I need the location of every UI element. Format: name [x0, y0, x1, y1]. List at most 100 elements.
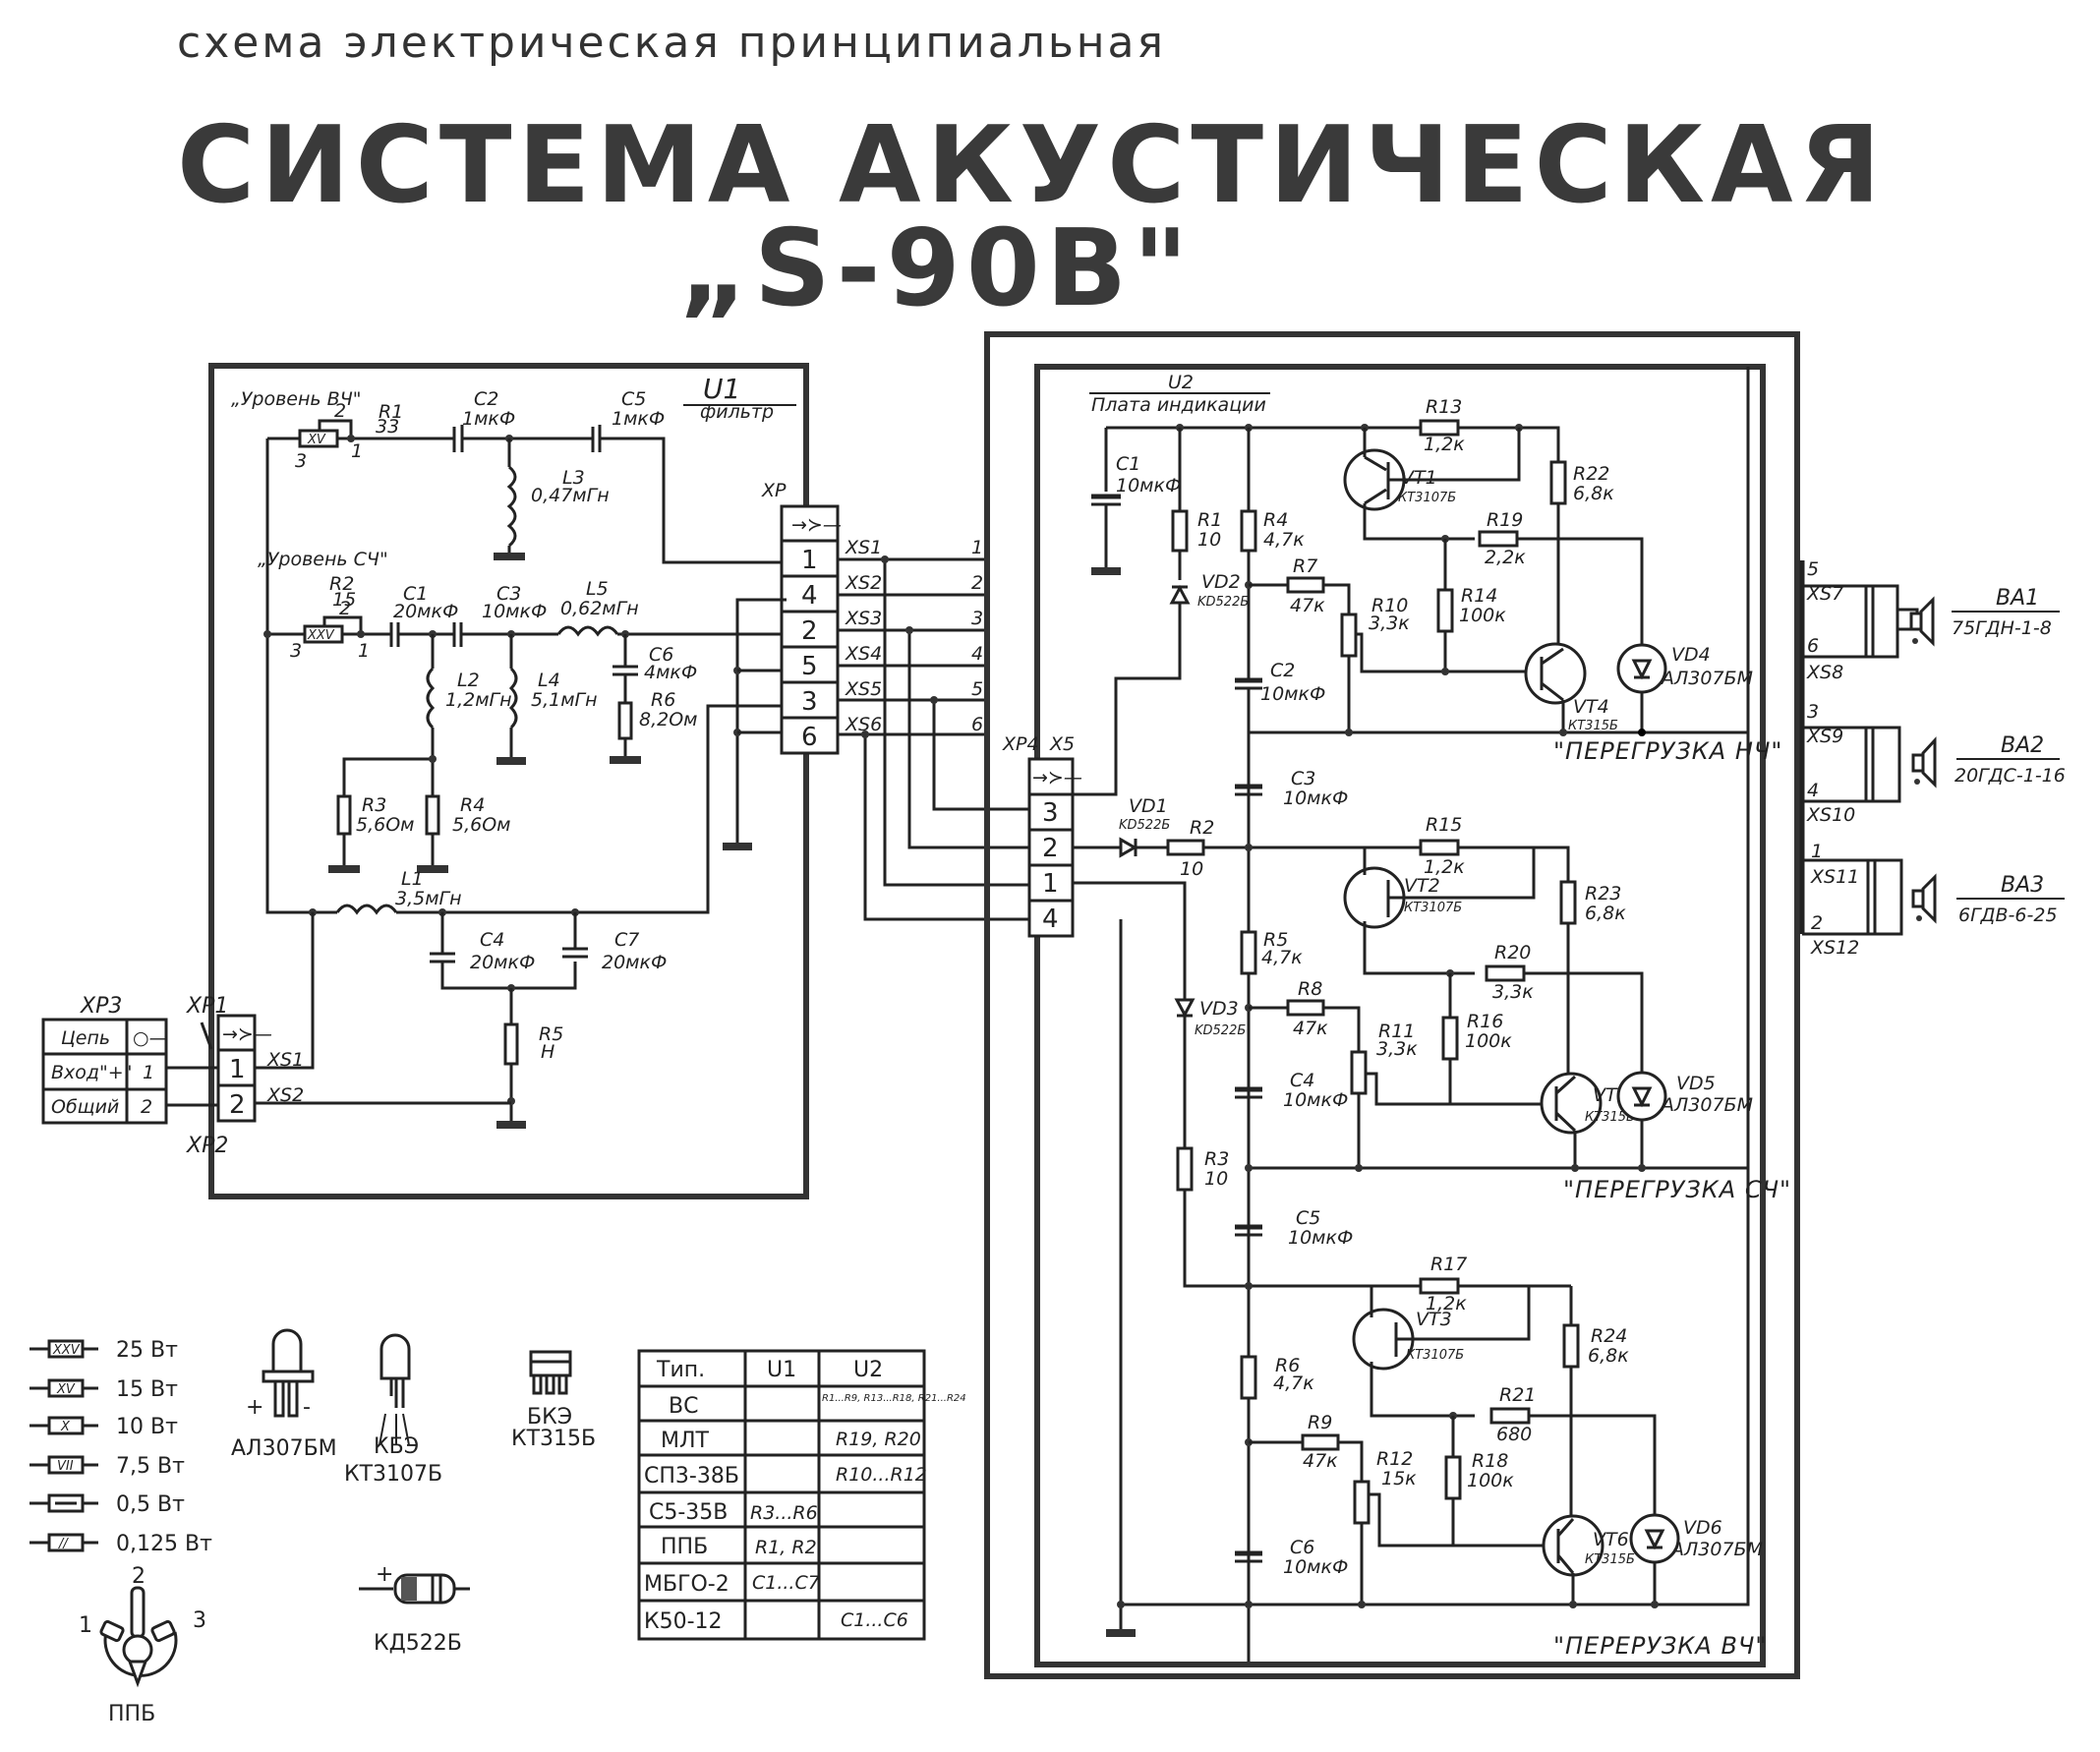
- model-name: „S-90В": [678, 207, 1194, 330]
- u1-r6-resistor: [617, 701, 633, 740]
- u2-frame: [1034, 364, 1766, 1667]
- u2-r5-value: 4,7к: [1261, 947, 1303, 968]
- u1-c1-ref: C1: [403, 583, 428, 605]
- svg-text:-: -: [303, 1395, 311, 1420]
- u2-vd3-value: KD522Б: [1195, 1023, 1246, 1038]
- u1-r6-value: 8,2Ом: [639, 709, 698, 730]
- u2-r2-value: 10: [1180, 858, 1203, 880]
- svg-text:0,125 Вт: 0,125 Вт: [116, 1532, 212, 1556]
- ba2-model: 20ГДС-1-16: [1954, 765, 2066, 787]
- u2-r4-ref: R4: [1263, 509, 1288, 531]
- u2-r21-value: 680: [1496, 1424, 1532, 1445]
- u1-l2-inductor: [426, 667, 436, 730]
- svg-text:7,5 Вт: 7,5 Вт: [116, 1454, 185, 1479]
- u2-c1-value: 10мкФ: [1116, 475, 1181, 496]
- u1-c7-value: 20мкФ: [602, 952, 667, 973]
- u2-vd3-ref: VD3: [1199, 998, 1239, 1020]
- svg-text:XS2: XS2: [845, 572, 882, 594]
- svg-text:R3...R6: R3...R6: [750, 1502, 818, 1524]
- u1-l1-value: 3,5мГн: [395, 888, 462, 909]
- transistor-kt3107-drawing: КБЭ КТ3107Б: [344, 1333, 442, 1487]
- u2-vd5-value: АЛ307БМ: [1660, 1094, 1753, 1116]
- u2-vt3-value: КТ3107Б: [1406, 1348, 1464, 1363]
- u1-c4-value: 20мкФ: [470, 952, 535, 973]
- u1-c5-ref: C5: [621, 388, 646, 410]
- u1-r3-resistor: [336, 794, 352, 836]
- level-mf-label: „Уровень СЧ": [258, 549, 388, 570]
- legend-row: VII 7,5 Вт: [29, 1454, 185, 1479]
- table-row: К50-12: [644, 1609, 723, 1634]
- u2-vt2-ref: VT2: [1404, 875, 1440, 897]
- u2-r12-ref: R12: [1376, 1448, 1413, 1470]
- svg-text:3: 3: [295, 450, 307, 472]
- u2-r8-ref: R8: [1298, 978, 1322, 1000]
- svg-text:2: 2: [339, 598, 351, 619]
- u2-r24-value: 6,8к: [1588, 1345, 1629, 1367]
- u2-vd6-ref: VD6: [1683, 1517, 1722, 1539]
- u1-c5-value: 1мкФ: [612, 408, 665, 430]
- u1-frame: [208, 363, 809, 1199]
- u2-c3-value: 10мкФ: [1283, 788, 1348, 809]
- u2-vd4-ref: VD4: [1671, 644, 1711, 666]
- svg-text:XP4: XP4: [1002, 733, 1039, 755]
- svg-text:4: 4: [1042, 905, 1059, 934]
- svg-text:XS6: XS6: [845, 714, 882, 735]
- svg-text:XV: XV: [56, 1382, 76, 1397]
- svg-text:R10...R12: R10...R12: [836, 1464, 927, 1486]
- svg-text:3: 3: [971, 608, 983, 629]
- svg-text:1: 1: [143, 1062, 154, 1083]
- parts-header-type: Тип.: [656, 1358, 705, 1382]
- kt315-label: КТ315Б: [511, 1427, 596, 1451]
- u2-r16-ref: R16: [1467, 1011, 1503, 1032]
- svg-text:XS2: XS2: [266, 1084, 304, 1106]
- speaker-ba3: 1 XS11 2 XS12 BA3 6ГДВ-6-25: [1802, 841, 2065, 959]
- svg-text:2: 2: [334, 400, 346, 422]
- svg-text:XS9: XS9: [1806, 726, 1843, 747]
- svg-text:X: X: [60, 1420, 71, 1434]
- svg-text:○—: ○—: [133, 1027, 168, 1049]
- table-row: СП3-38Б: [644, 1464, 739, 1489]
- legend-row: X 10 Вт: [29, 1415, 178, 1439]
- u1-r3-ref: R3: [362, 794, 386, 816]
- u1-l1-inductor: [335, 904, 398, 915]
- title: СИСТЕМА АКУСТИЧЕСКАЯ: [177, 104, 1887, 227]
- u2-vt1-value: КТ3107Б: [1398, 491, 1456, 505]
- table-row: МЛТ: [661, 1429, 710, 1453]
- u2-r23-ref: R23: [1585, 883, 1621, 905]
- u1-c2-ref: C2: [474, 388, 498, 410]
- svg-text:C1...C6: C1...C6: [841, 1609, 908, 1631]
- speaker-ba2: 3 XS9 4 XS10 BA2 20ГДС-1-16: [1802, 701, 2066, 826]
- svg-text:+: +: [246, 1395, 263, 1420]
- svg-text:4: 4: [971, 643, 983, 665]
- ba3-model: 6ГДВ-6-25: [1958, 905, 2058, 926]
- u2-vt6-ref: VT6: [1593, 1529, 1629, 1550]
- u2-vt5-value: КТ315Б: [1585, 1110, 1635, 1125]
- u2-c6-ref: C6: [1290, 1537, 1314, 1558]
- u2-r10-ref: R10: [1371, 595, 1408, 616]
- svg-text:6: 6: [801, 723, 818, 752]
- svg-text:XV: XV: [307, 433, 326, 447]
- subtitle: схема электрическая принципиальная: [177, 18, 1166, 68]
- u2-vt2-value: КТ3107Б: [1404, 901, 1462, 915]
- overload-lf-label: "ПЕРЕГРУЗКА НЧ": [1553, 737, 1782, 765]
- u1-l3-value: 0,47мГн: [531, 485, 610, 506]
- u2-vd1-ref: VD1: [1129, 795, 1168, 817]
- svg-text:→≻—: →≻—: [1032, 767, 1082, 788]
- u2-vd5-ref: VD5: [1676, 1073, 1716, 1094]
- svg-text:10 Вт: 10 Вт: [116, 1415, 178, 1439]
- u2-r15-ref: R15: [1426, 814, 1462, 836]
- svg-text:5: 5: [1807, 558, 1819, 580]
- svg-text:+: +: [376, 1562, 393, 1587]
- u1-l1-ref: L1: [401, 868, 424, 890]
- overload-hf-label: "ПЕРЕРУЗКА ВЧ": [1553, 1632, 1767, 1660]
- u1-filter-block: U1 фильтр „Уровень ВЧ" „Уровень СЧ" XV 3…: [208, 363, 842, 1199]
- u2-r11-ref: R11: [1378, 1021, 1415, 1042]
- svg-text:1: 1: [1042, 869, 1059, 899]
- ba1-ref: BA1: [1996, 586, 2039, 611]
- svg-text:XS4: XS4: [845, 643, 882, 665]
- svg-text:2: 2: [229, 1090, 246, 1120]
- speakers-block: 5 XS7 6 XS8 BA1 75ГДН-1-8 3 XS9 4 XS10 B…: [1799, 558, 2066, 959]
- ba1-model: 75ГДН-1-8: [1952, 617, 2052, 639]
- input-connector-block: XP3 XP1 XP2 Цепь ○— Вход"+" 1 Общий 2 →≻…: [41, 912, 511, 1158]
